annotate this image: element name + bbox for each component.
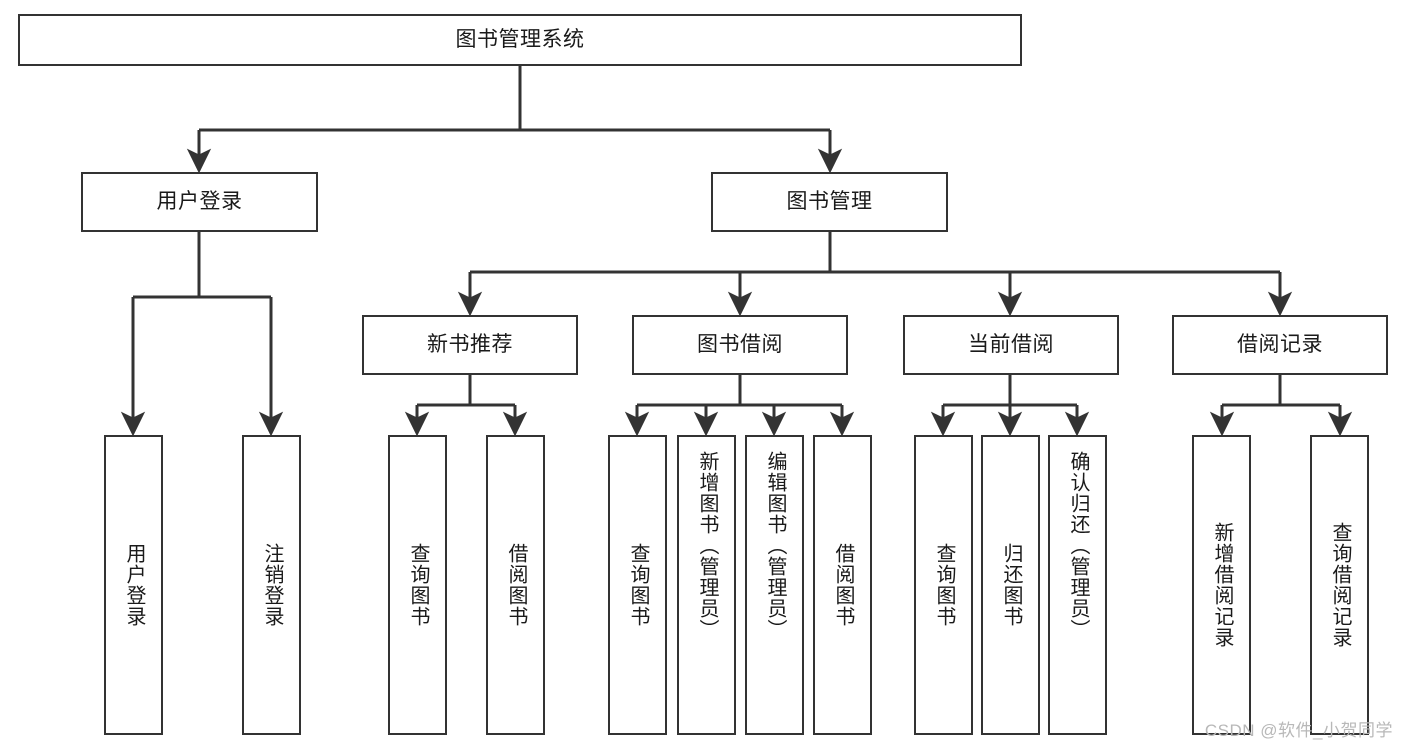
node-book-borrow[interactable]: 图书借阅 <box>632 315 848 375</box>
node-current-borrow-label: 当前借阅 <box>968 332 1054 356</box>
node-leaf-query-book-3-label: 查询图书 <box>933 543 955 627</box>
node-borrow-record-label: 借阅记录 <box>1237 332 1323 356</box>
node-leaf-edit-book[interactable]: 编辑图书（管理员） <box>745 435 804 735</box>
node-leaf-add-book-label: 新增图书（管理员） <box>696 451 718 640</box>
node-leaf-add-record-label: 新增借阅记录 <box>1211 522 1233 648</box>
node-leaf-return-book[interactable]: 归还图书 <box>981 435 1040 735</box>
node-leaf-query-book-2-label: 查询图书 <box>627 543 649 627</box>
node-leaf-edit-book-label: 编辑图书（管理员） <box>764 451 786 640</box>
node-user-login[interactable]: 用户登录 <box>81 172 318 232</box>
node-book-borrow-label: 图书借阅 <box>697 332 783 356</box>
node-leaf-borrow-book-1[interactable]: 借阅图书 <box>486 435 545 735</box>
node-borrow-record[interactable]: 借阅记录 <box>1172 315 1388 375</box>
node-leaf-query-record-label: 查询借阅记录 <box>1329 522 1351 648</box>
node-leaf-query-record[interactable]: 查询借阅记录 <box>1310 435 1369 735</box>
node-book-manage[interactable]: 图书管理 <box>711 172 948 232</box>
node-new-book-recommend-label: 新书推荐 <box>427 332 513 356</box>
node-user-login-label: 用户登录 <box>156 189 243 213</box>
node-leaf-query-book-3[interactable]: 查询图书 <box>914 435 973 735</box>
node-leaf-user-login-label: 用户登录 <box>123 543 145 627</box>
node-current-borrow[interactable]: 当前借阅 <box>903 315 1119 375</box>
node-leaf-return-book-label: 归还图书 <box>1000 543 1022 627</box>
node-leaf-query-book-1-label: 查询图书 <box>407 543 429 627</box>
node-leaf-query-book-2[interactable]: 查询图书 <box>608 435 667 735</box>
node-leaf-borrow-book-2[interactable]: 借阅图书 <box>813 435 872 735</box>
node-leaf-confirm-return-label: 确认归还（管理员） <box>1067 451 1089 640</box>
node-leaf-add-record[interactable]: 新增借阅记录 <box>1192 435 1251 735</box>
node-root[interactable]: 图书管理系统 <box>18 14 1022 66</box>
node-leaf-user-login[interactable]: 用户登录 <box>104 435 163 735</box>
node-leaf-logout[interactable]: 注销登录 <box>242 435 301 735</box>
node-book-manage-label: 图书管理 <box>786 189 873 213</box>
node-leaf-borrow-book-1-label: 借阅图书 <box>505 543 527 627</box>
node-leaf-query-book-1[interactable]: 查询图书 <box>388 435 447 735</box>
node-root-label: 图书管理系统 <box>455 27 585 51</box>
node-leaf-borrow-book-2-label: 借阅图书 <box>832 543 854 627</box>
node-new-book-recommend[interactable]: 新书推荐 <box>362 315 578 375</box>
csdn-watermark: CSDN @软件_小贺同学 <box>1204 721 1393 740</box>
node-leaf-logout-label: 注销登录 <box>261 543 283 627</box>
node-leaf-add-book[interactable]: 新增图书（管理员） <box>677 435 736 735</box>
node-leaf-confirm-return[interactable]: 确认归还（管理员） <box>1048 435 1107 735</box>
